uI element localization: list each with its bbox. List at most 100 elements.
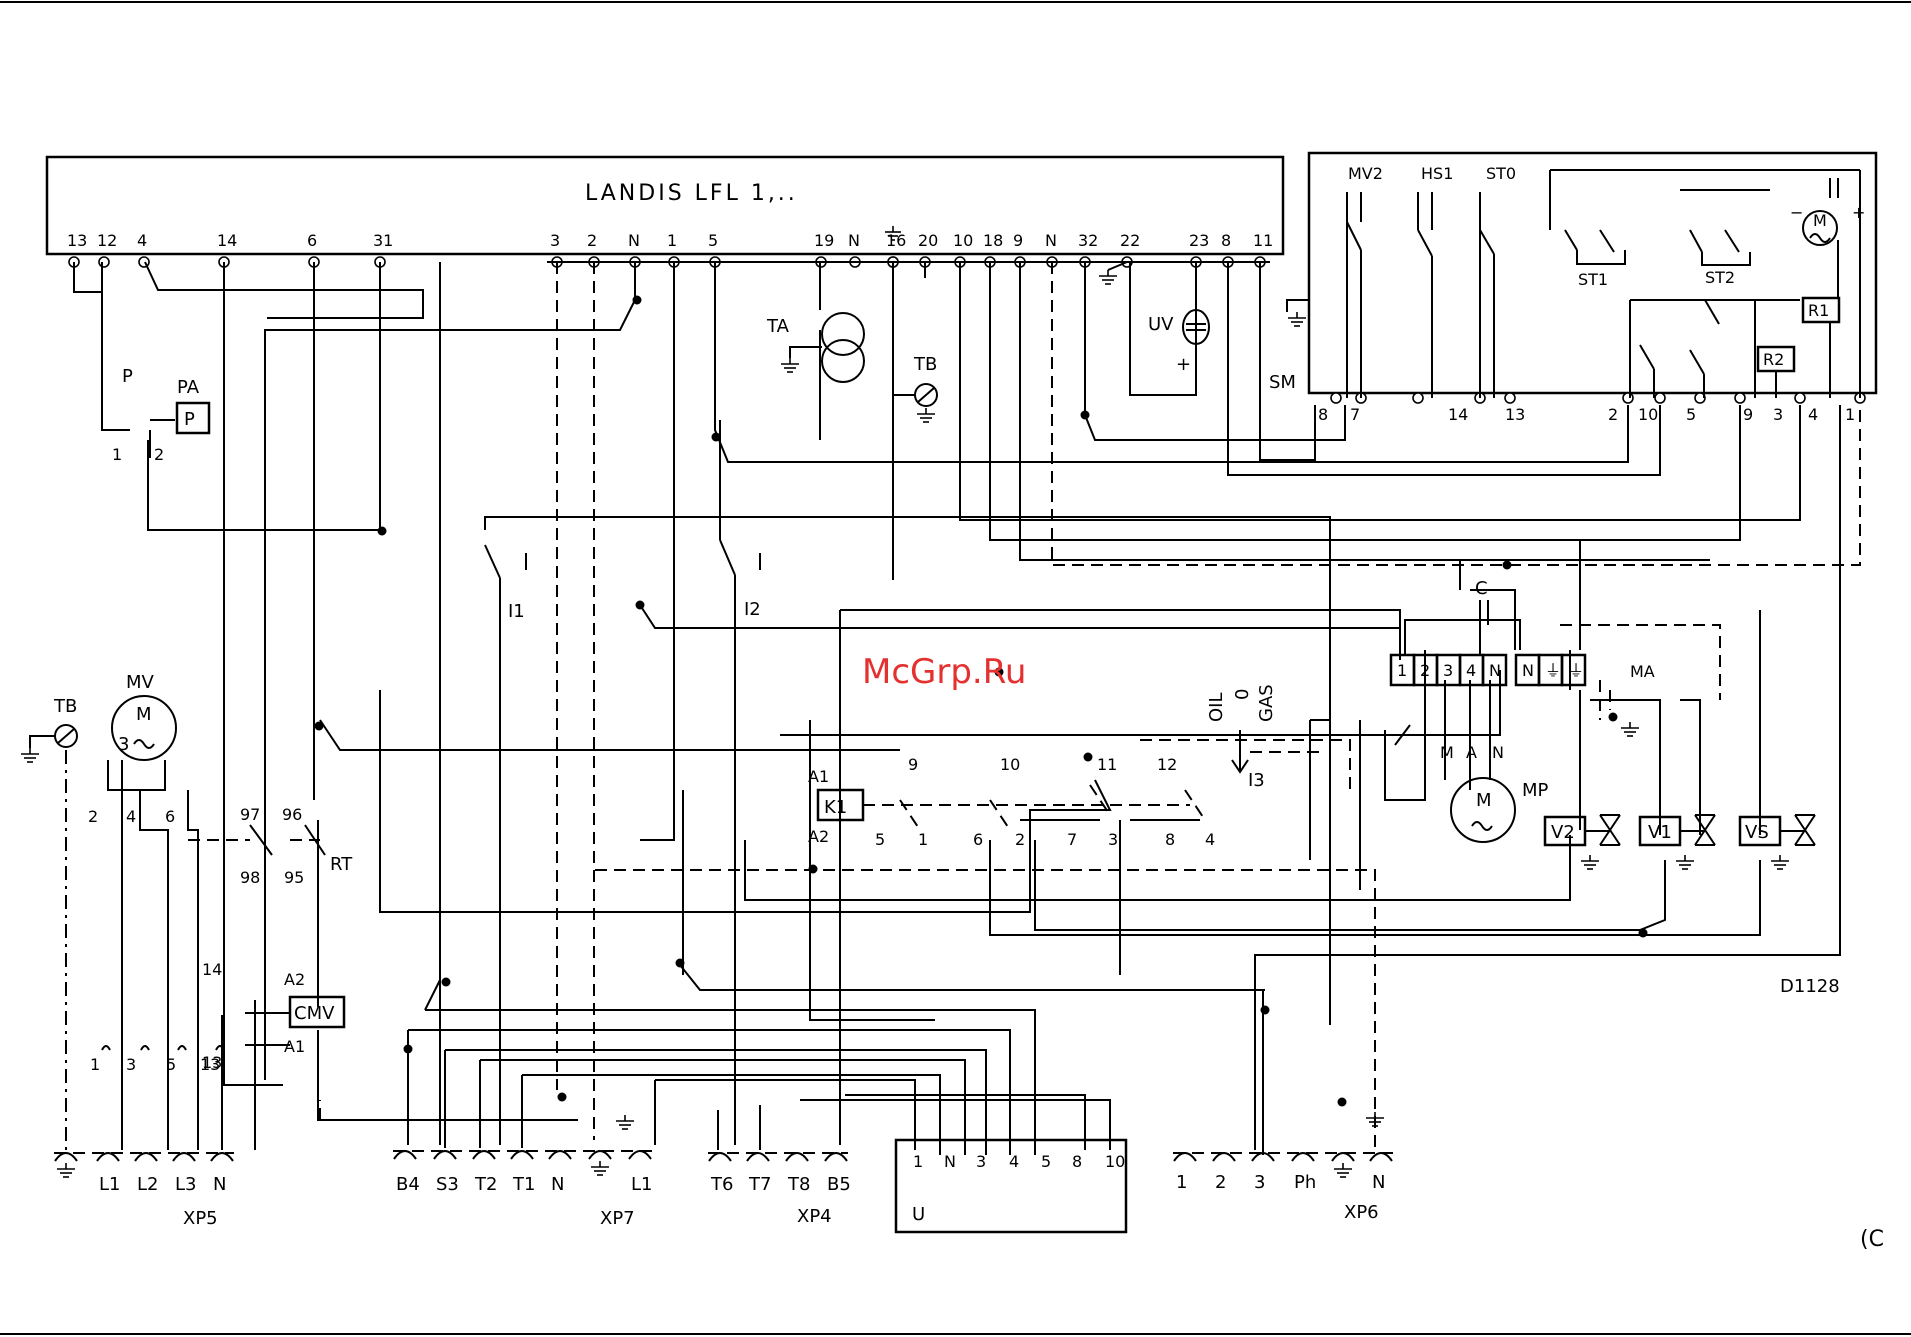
mp-m-label: M — [1476, 790, 1492, 811]
controller-ground-icon — [885, 226, 901, 241]
xp6-label: XP6 — [1344, 1202, 1379, 1223]
controller-terminal-label: N — [628, 231, 640, 250]
mv-terminal-label: 1 — [90, 1055, 100, 1074]
vs-label: VS — [1745, 822, 1769, 843]
sm-terminal-label: 13 — [1505, 405, 1525, 424]
connector-pin-label: N — [1372, 1172, 1385, 1193]
st0-label: ST0 — [1486, 164, 1516, 183]
sm-terminal-label: 10 — [1638, 405, 1658, 424]
controller-box — [45, 155, 1285, 256]
hs1-label: HS1 — [1421, 164, 1453, 183]
connector-pin — [1369, 1152, 1393, 1162]
k1-contact-bottom: 4 — [1205, 830, 1215, 849]
mv-label: MV — [126, 672, 155, 693]
mp-motor: M MP M A N — [1440, 743, 1549, 843]
connector-pin — [1212, 1152, 1236, 1162]
connector-pin-label: B4 — [396, 1174, 420, 1195]
connector-pin — [472, 1150, 496, 1160]
connector-pin — [134, 1152, 158, 1162]
connector-pin-label: L1 — [631, 1174, 652, 1195]
connector-pin — [96, 1152, 120, 1162]
xp7-label: XP7 — [600, 1208, 635, 1229]
tb-motor: TB — [20, 696, 78, 1150]
cmv-contactor: CMV — [288, 995, 346, 1029]
connector-pin-label: S3 — [436, 1174, 459, 1195]
mp-wire-m: M — [1440, 743, 1454, 762]
controller-terminal-label: 10 — [953, 231, 973, 250]
controller-terminal-label: 12 — [97, 231, 117, 250]
controller-terminal-label: 2 — [587, 231, 597, 250]
connector-pin-label: T6 — [710, 1174, 733, 1195]
v2-label: V2 — [1551, 822, 1575, 843]
ma-terminal-label: 2 — [1420, 661, 1430, 680]
controller-terminal-label: 11 — [1253, 231, 1273, 250]
cmv-label: CMV — [294, 1003, 335, 1024]
valve-v1: V1 — [1638, 814, 1716, 870]
k1-contact-bottom: 8 — [1165, 830, 1175, 849]
u-terminal-label: 10 — [1105, 1152, 1125, 1171]
r2-label: R2 — [1763, 350, 1784, 369]
pa-pin-2: 2 — [154, 445, 164, 464]
sm-terminal-label: 5 — [1686, 405, 1696, 424]
svg-text:+: + — [1176, 354, 1191, 375]
xp5-label: XP5 — [183, 1208, 218, 1229]
sm-motor-wave — [1809, 233, 1831, 243]
controller-terminal-label: 19 — [814, 231, 834, 250]
connector-ground-icon — [1334, 1163, 1352, 1178]
r1-label: R1 — [1808, 301, 1829, 320]
k1-pin-label: A1 — [808, 767, 829, 786]
uv-label: UV — [1148, 314, 1174, 335]
ma-terminal-label: ⏚ — [1568, 661, 1584, 680]
sm-terminal — [1734, 392, 1746, 404]
k1-contact-bottom: 7 — [1067, 830, 1077, 849]
ma-terminal — [1560, 653, 1587, 687]
tb-motor-label: TB — [53, 696, 77, 717]
u-terminal-label: N — [944, 1152, 956, 1171]
connector-pin — [54, 1152, 78, 1162]
sm-terminal-label: 4 — [1808, 405, 1818, 424]
controller-terminal-label: 6 — [307, 231, 317, 250]
pa-pin-1: 1 — [112, 445, 122, 464]
controller-terminal-label: 16 — [886, 231, 906, 250]
u-terminal-label: 4 — [1009, 1152, 1019, 1171]
connector-pin-label: N — [551, 1174, 564, 1195]
u-terminal-label: 8 — [1072, 1152, 1082, 1171]
connector-pin — [172, 1152, 196, 1162]
pa-box-label: P — [184, 409, 195, 430]
capacitor-c: C — [1475, 578, 1489, 625]
p-switch-label: P — [122, 366, 133, 387]
controller-terminal-label: 31 — [373, 231, 393, 250]
sm-label: SM — [1269, 372, 1296, 393]
u-terminal-label: 5 — [1041, 1152, 1051, 1171]
cmv-pin-label: 14 — [202, 960, 222, 979]
sm-terminal — [1330, 392, 1342, 404]
connector-pin-label: L1 — [99, 1174, 120, 1195]
rt-label: RT — [330, 854, 353, 875]
controller-terminal-label: 8 — [1221, 231, 1231, 250]
sm-terminal-label: 1 — [1845, 405, 1855, 424]
controller-terminal-label: 13 — [67, 231, 87, 250]
controller-terminal-label: 18 — [983, 231, 1003, 250]
controller-terminal-label: 20 — [918, 231, 938, 250]
mv-m-label: M — [136, 704, 152, 725]
i1-label: I1 — [508, 601, 525, 622]
controller-title: LANDIS LFL 1,.. — [585, 181, 798, 206]
drawing-number: D1128 — [1780, 976, 1840, 997]
connector-pin — [510, 1150, 534, 1160]
valve-v2: V2 — [1543, 814, 1621, 870]
connector-ground-icon — [591, 1161, 609, 1176]
rt-pin-label: 97 — [240, 805, 260, 824]
connector-pin — [588, 1150, 612, 1160]
sm-terminal-label: 8 — [1318, 405, 1328, 424]
uv-cell: UV + — [1148, 309, 1210, 375]
mv-terminal-label: 13 — [200, 1055, 220, 1074]
